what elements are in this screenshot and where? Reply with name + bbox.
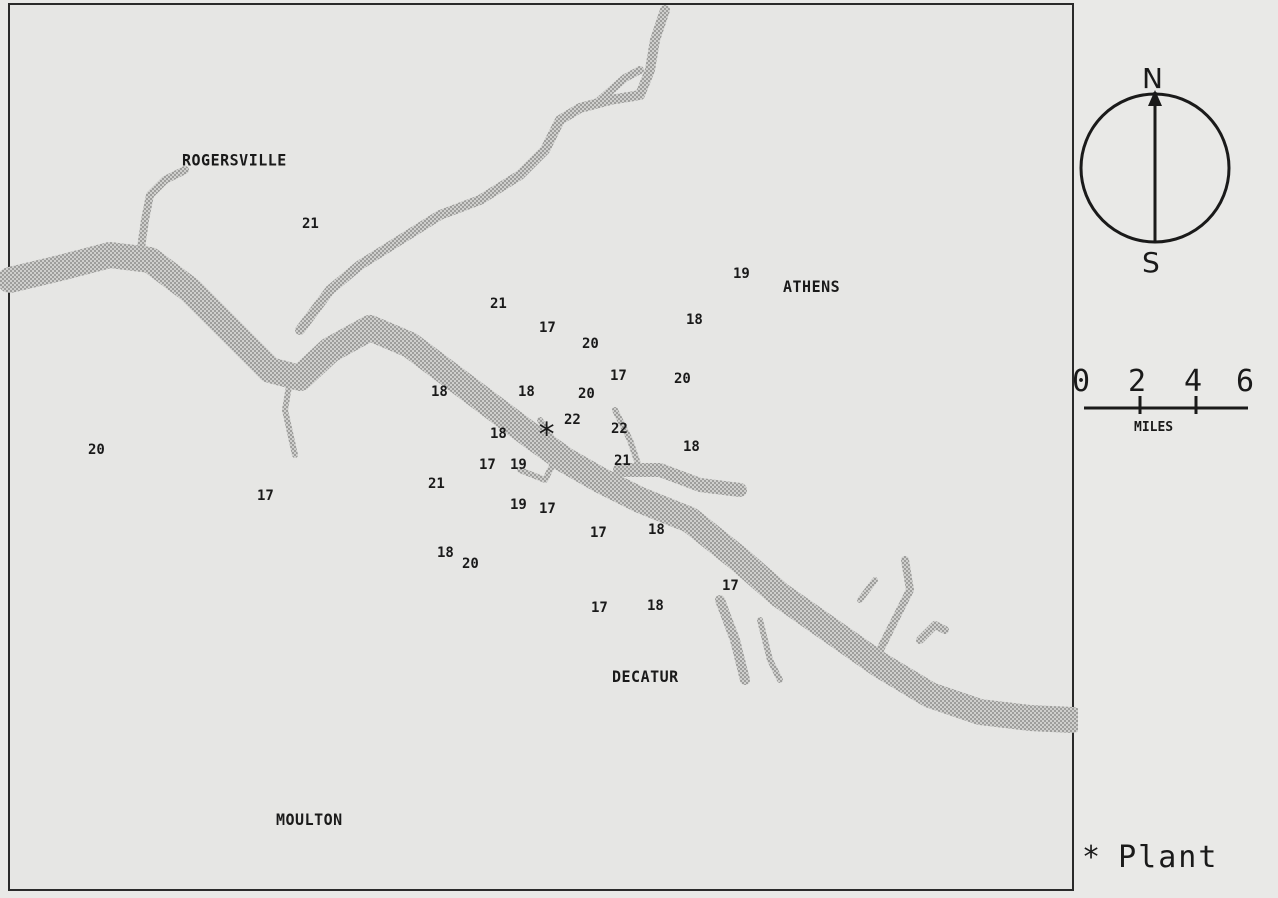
station-value: 21 bbox=[428, 476, 445, 492]
station-value: 18 bbox=[518, 384, 535, 400]
bay-plant bbox=[517, 417, 563, 483]
scale-tick-0: 0 bbox=[1072, 364, 1091, 399]
station-value: 21 bbox=[490, 296, 507, 312]
station-value: 20 bbox=[674, 371, 691, 387]
inlet-decatur-1 bbox=[715, 595, 750, 685]
legend: * Plant bbox=[1082, 840, 1218, 875]
inlet-decatur-2 bbox=[757, 617, 783, 683]
compass-arrow-icon bbox=[1148, 90, 1162, 106]
compass-north: N bbox=[1142, 62, 1163, 95]
tributary-ne-branch bbox=[596, 66, 644, 104]
station-value: 20 bbox=[578, 386, 595, 402]
town-rogersville: ROGERSVILLE bbox=[182, 150, 287, 170]
station-value: 17 bbox=[590, 525, 607, 541]
station-value: 18 bbox=[683, 439, 700, 455]
tributary-north bbox=[295, 5, 670, 335]
station-value: 17 bbox=[591, 600, 608, 616]
inlet-east-3 bbox=[857, 577, 878, 603]
station-value: 19 bbox=[510, 497, 527, 513]
river-layer bbox=[0, 5, 1078, 733]
station-value: 17 bbox=[257, 488, 274, 504]
tributary-south-west bbox=[282, 377, 298, 458]
station-value: 22 bbox=[611, 421, 628, 437]
station-value: 21 bbox=[614, 453, 631, 469]
scale-tick-6: 6 bbox=[1236, 364, 1255, 399]
station-value: 17 bbox=[539, 320, 556, 336]
scale-units: MILES bbox=[1134, 420, 1174, 435]
station-value: 20 bbox=[88, 442, 105, 458]
station-value: 18 bbox=[437, 545, 454, 561]
town-moulton: MOULTON bbox=[276, 810, 343, 830]
inlet-east-2 bbox=[916, 621, 949, 644]
scale-bar bbox=[1084, 396, 1248, 414]
scale-tick-2: 2 bbox=[1128, 364, 1147, 399]
bay-north-plant bbox=[612, 407, 643, 473]
inlet-east-1 bbox=[876, 556, 914, 654]
station-value: 18 bbox=[647, 598, 664, 614]
legend-plant-icon: * bbox=[1082, 840, 1101, 875]
station-value: 18 bbox=[490, 426, 507, 442]
station-value: 17 bbox=[539, 501, 556, 517]
station-value: 19 bbox=[510, 457, 527, 473]
station-value: 17 bbox=[479, 457, 496, 473]
station-value: 18 bbox=[686, 312, 703, 328]
main-river bbox=[0, 242, 1078, 733]
station-value: 17 bbox=[610, 368, 627, 384]
town-athens: ATHENS bbox=[783, 277, 841, 297]
town-decatur: DECATUR bbox=[612, 667, 679, 687]
plant-marker-icon: * bbox=[537, 415, 557, 453]
compass-rose bbox=[1079, 90, 1231, 244]
station-value: 19 bbox=[733, 266, 750, 282]
station-value: 22 bbox=[564, 412, 581, 428]
station-value: 21 bbox=[302, 216, 319, 232]
scale-tick-4: 4 bbox=[1184, 364, 1203, 399]
station-value: 18 bbox=[648, 522, 665, 538]
station-value: 17 bbox=[722, 578, 739, 594]
station-value: 20 bbox=[462, 556, 479, 572]
station-value: 20 bbox=[582, 336, 599, 352]
legend-plant-label: Plant bbox=[1118, 840, 1219, 875]
compass-south: S bbox=[1142, 246, 1160, 279]
tributary-rogersville bbox=[136, 166, 189, 259]
station-value: 18 bbox=[431, 384, 448, 400]
